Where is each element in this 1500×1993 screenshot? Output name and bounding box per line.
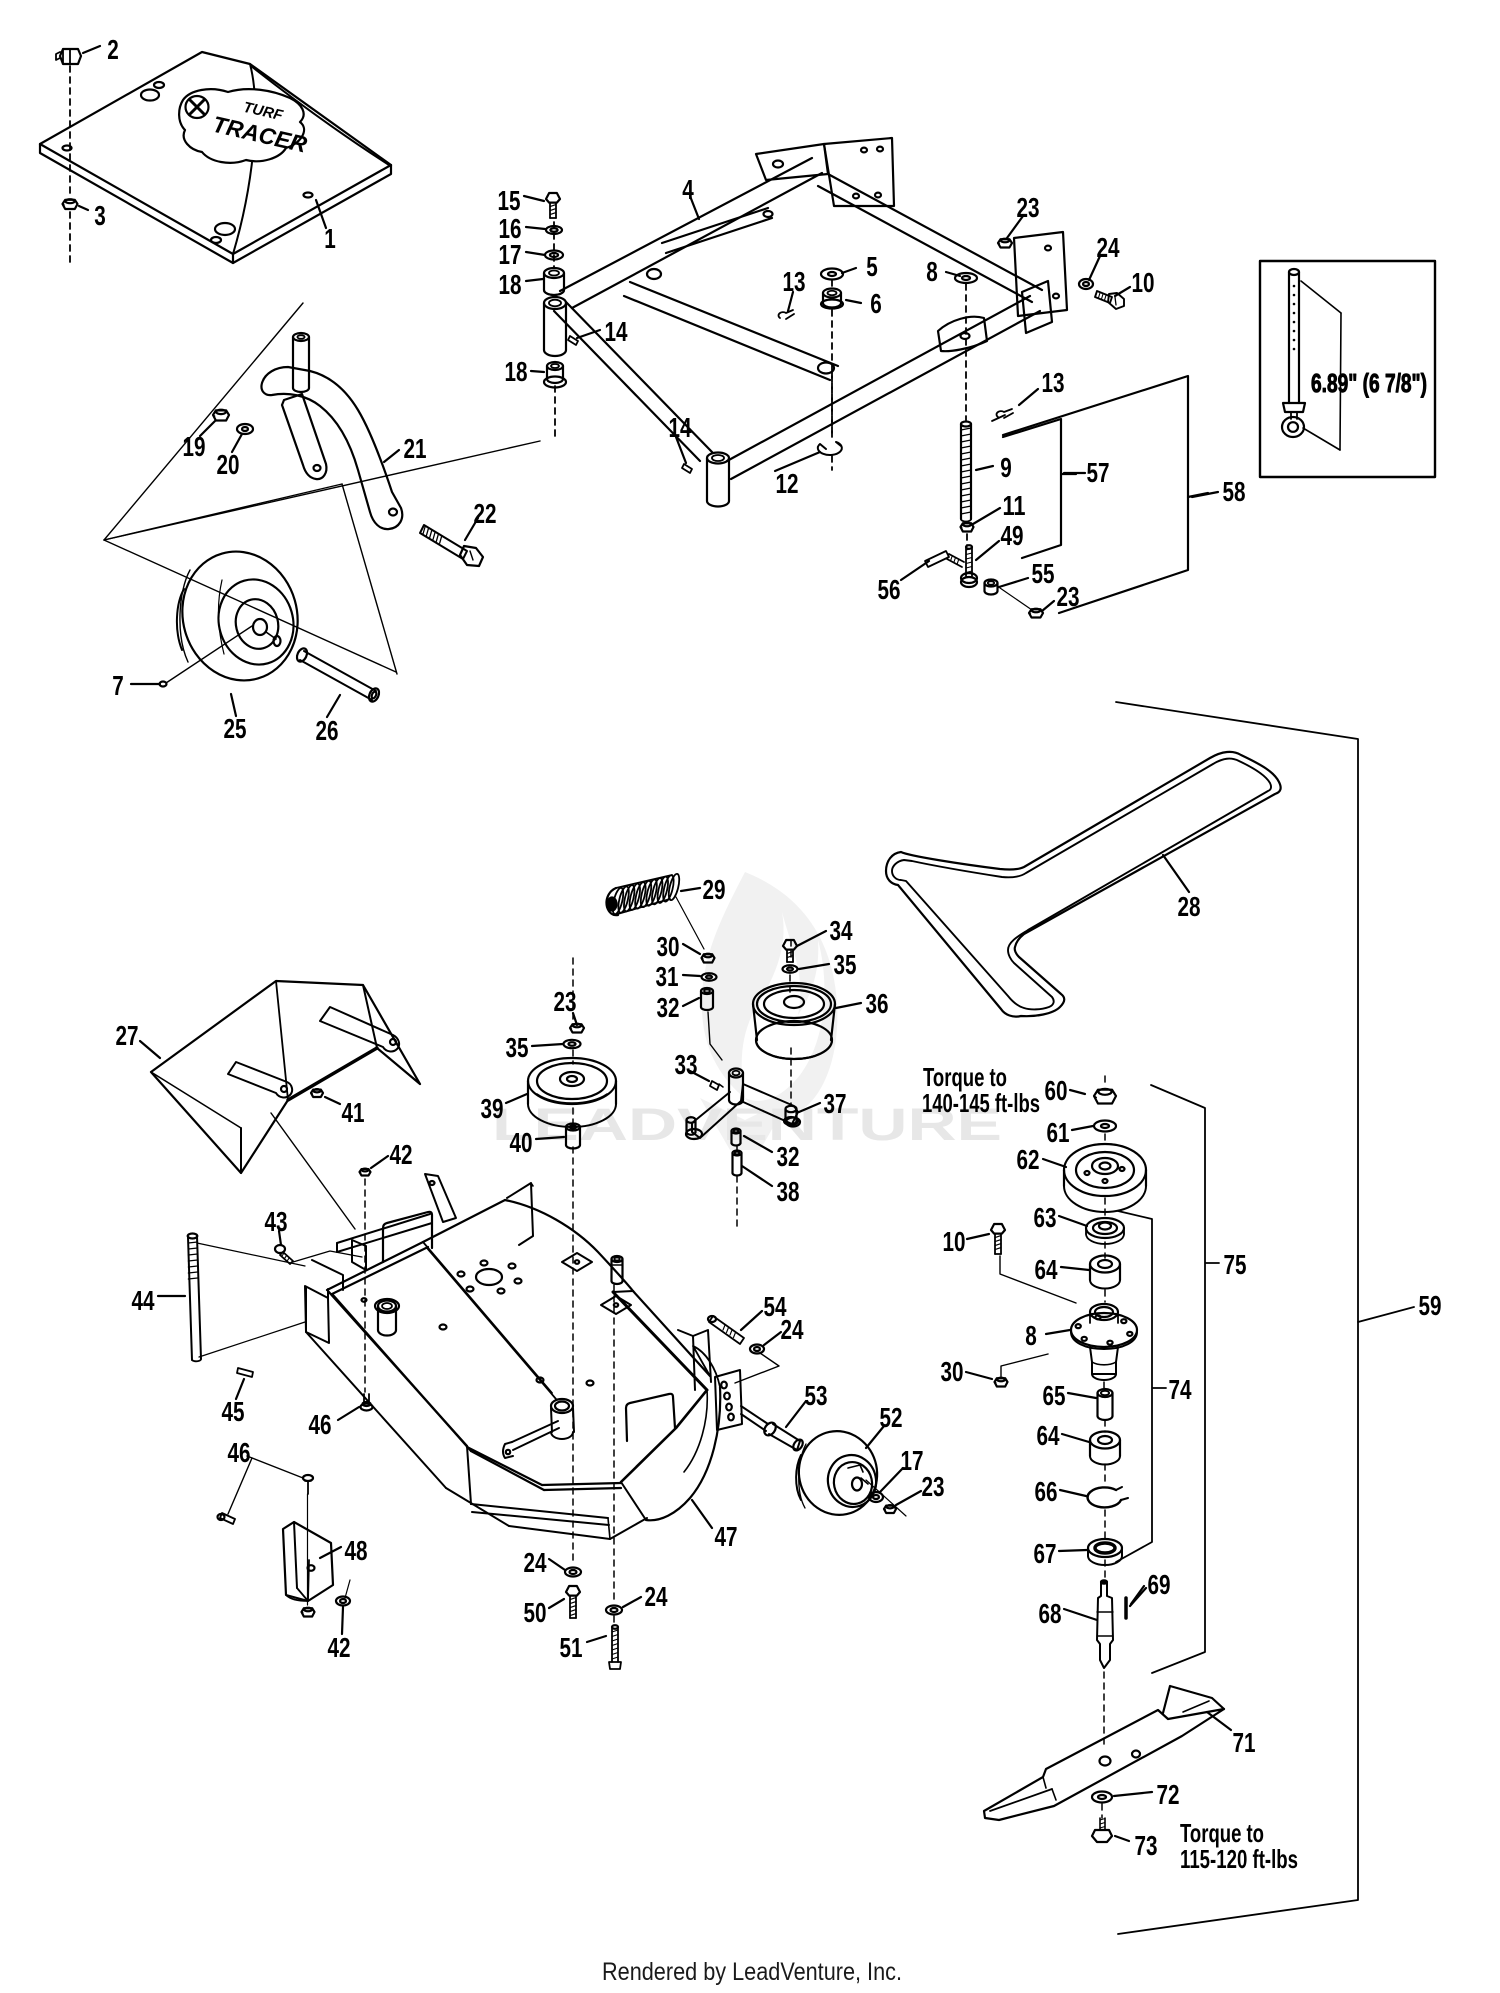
svg-text:43: 43 xyxy=(265,1206,288,1237)
svg-text:140-145 ft-lbs: 140-145 ft-lbs xyxy=(922,1088,1040,1118)
svg-text:24: 24 xyxy=(781,1314,804,1345)
svg-text:58: 58 xyxy=(1223,476,1246,507)
svg-text:61: 61 xyxy=(1047,1117,1070,1148)
svg-text:49: 49 xyxy=(1001,520,1024,551)
svg-text:30: 30 xyxy=(941,1356,964,1387)
svg-text:19: 19 xyxy=(183,431,206,462)
svg-text:9: 9 xyxy=(1000,452,1012,483)
svg-text:56: 56 xyxy=(878,574,901,605)
svg-text:39: 39 xyxy=(481,1093,504,1124)
svg-text:13: 13 xyxy=(783,266,806,297)
svg-text:66: 66 xyxy=(1035,1476,1058,1507)
svg-text:10: 10 xyxy=(1132,267,1155,298)
svg-text:12: 12 xyxy=(776,468,799,499)
svg-text:2: 2 xyxy=(107,34,119,65)
svg-text:51: 51 xyxy=(560,1632,583,1663)
svg-text:24: 24 xyxy=(1097,232,1120,263)
svg-text:Rendered by LeadVenture, Inc.: Rendered by LeadVenture, Inc. xyxy=(602,1958,902,1986)
svg-text:63: 63 xyxy=(1034,1202,1057,1233)
svg-text:22: 22 xyxy=(474,498,497,529)
svg-text:42: 42 xyxy=(390,1139,413,1170)
svg-text:64: 64 xyxy=(1035,1254,1058,1285)
svg-text:36: 36 xyxy=(866,988,889,1019)
svg-text:115-120 ft-lbs: 115-120 ft-lbs xyxy=(1180,1844,1298,1874)
svg-text:60: 60 xyxy=(1045,1075,1068,1106)
svg-text:18: 18 xyxy=(505,356,528,387)
svg-text:6.89" (6 7/8"): 6.89" (6 7/8") xyxy=(1311,368,1427,398)
svg-text:40: 40 xyxy=(510,1127,533,1158)
svg-text:55: 55 xyxy=(1032,558,1055,589)
svg-text:28: 28 xyxy=(1178,891,1201,922)
svg-text:23: 23 xyxy=(1057,581,1080,612)
svg-text:69: 69 xyxy=(1148,1569,1171,1600)
svg-text:27: 27 xyxy=(116,1020,139,1051)
svg-text:20: 20 xyxy=(217,449,240,480)
svg-text:35: 35 xyxy=(506,1032,529,1063)
svg-text:50: 50 xyxy=(524,1597,547,1628)
svg-text:59: 59 xyxy=(1419,1290,1442,1321)
svg-text:75: 75 xyxy=(1224,1249,1247,1280)
svg-text:13: 13 xyxy=(1042,367,1065,398)
svg-text:33: 33 xyxy=(675,1049,698,1080)
svg-text:32: 32 xyxy=(657,992,680,1023)
svg-text:31: 31 xyxy=(656,961,679,992)
svg-text:16: 16 xyxy=(499,213,522,244)
svg-text:54: 54 xyxy=(764,1291,787,1322)
svg-text:29: 29 xyxy=(703,874,726,905)
svg-text:30: 30 xyxy=(657,931,680,962)
svg-text:34: 34 xyxy=(830,915,853,946)
svg-text:17: 17 xyxy=(901,1445,924,1476)
svg-text:24: 24 xyxy=(645,1581,668,1612)
svg-text:Torque to: Torque to xyxy=(1180,1818,1264,1848)
svg-text:14: 14 xyxy=(605,316,628,347)
svg-text:6: 6 xyxy=(870,288,882,319)
svg-text:15: 15 xyxy=(498,185,521,216)
svg-text:14: 14 xyxy=(669,412,692,443)
svg-text:3: 3 xyxy=(94,200,106,231)
svg-text:10: 10 xyxy=(943,1226,966,1257)
svg-text:62: 62 xyxy=(1017,1144,1040,1175)
svg-text:47: 47 xyxy=(715,1521,738,1552)
svg-text:24: 24 xyxy=(524,1547,547,1578)
svg-text:48: 48 xyxy=(345,1535,368,1566)
svg-text:44: 44 xyxy=(132,1285,155,1316)
svg-text:17: 17 xyxy=(499,239,522,270)
svg-text:45: 45 xyxy=(222,1396,245,1427)
svg-text:23: 23 xyxy=(922,1471,945,1502)
svg-text:68: 68 xyxy=(1039,1598,1062,1629)
svg-text:52: 52 xyxy=(880,1402,903,1433)
svg-text:35: 35 xyxy=(834,949,857,980)
svg-text:71: 71 xyxy=(1233,1727,1256,1758)
svg-text:11: 11 xyxy=(1003,490,1026,521)
svg-text:23: 23 xyxy=(554,986,577,1017)
svg-text:4: 4 xyxy=(682,174,694,205)
svg-text:Torque to: Torque to xyxy=(923,1062,1007,1092)
svg-text:7: 7 xyxy=(112,670,124,701)
svg-text:67: 67 xyxy=(1034,1538,1057,1569)
svg-text:74: 74 xyxy=(1169,1374,1192,1405)
svg-text:41: 41 xyxy=(342,1097,365,1128)
svg-text:38: 38 xyxy=(777,1176,800,1207)
svg-text:42: 42 xyxy=(328,1632,351,1663)
svg-text:1: 1 xyxy=(324,223,336,254)
svg-text:57: 57 xyxy=(1087,457,1110,488)
svg-text:32: 32 xyxy=(777,1141,800,1172)
svg-text:21: 21 xyxy=(404,433,427,464)
svg-text:26: 26 xyxy=(316,715,339,746)
svg-text:64: 64 xyxy=(1037,1420,1060,1451)
svg-text:46: 46 xyxy=(309,1409,332,1440)
svg-text:5: 5 xyxy=(866,251,878,282)
svg-text:18: 18 xyxy=(499,269,522,300)
svg-text:53: 53 xyxy=(805,1380,828,1411)
svg-text:23: 23 xyxy=(1017,192,1040,223)
svg-text:65: 65 xyxy=(1043,1380,1066,1411)
svg-text:73: 73 xyxy=(1135,1830,1158,1861)
svg-text:8: 8 xyxy=(1025,1320,1037,1351)
svg-text:37: 37 xyxy=(824,1088,847,1119)
svg-text:25: 25 xyxy=(224,713,247,744)
svg-text:46: 46 xyxy=(228,1437,251,1468)
svg-text:8: 8 xyxy=(926,256,938,287)
svg-text:72: 72 xyxy=(1157,1779,1180,1810)
